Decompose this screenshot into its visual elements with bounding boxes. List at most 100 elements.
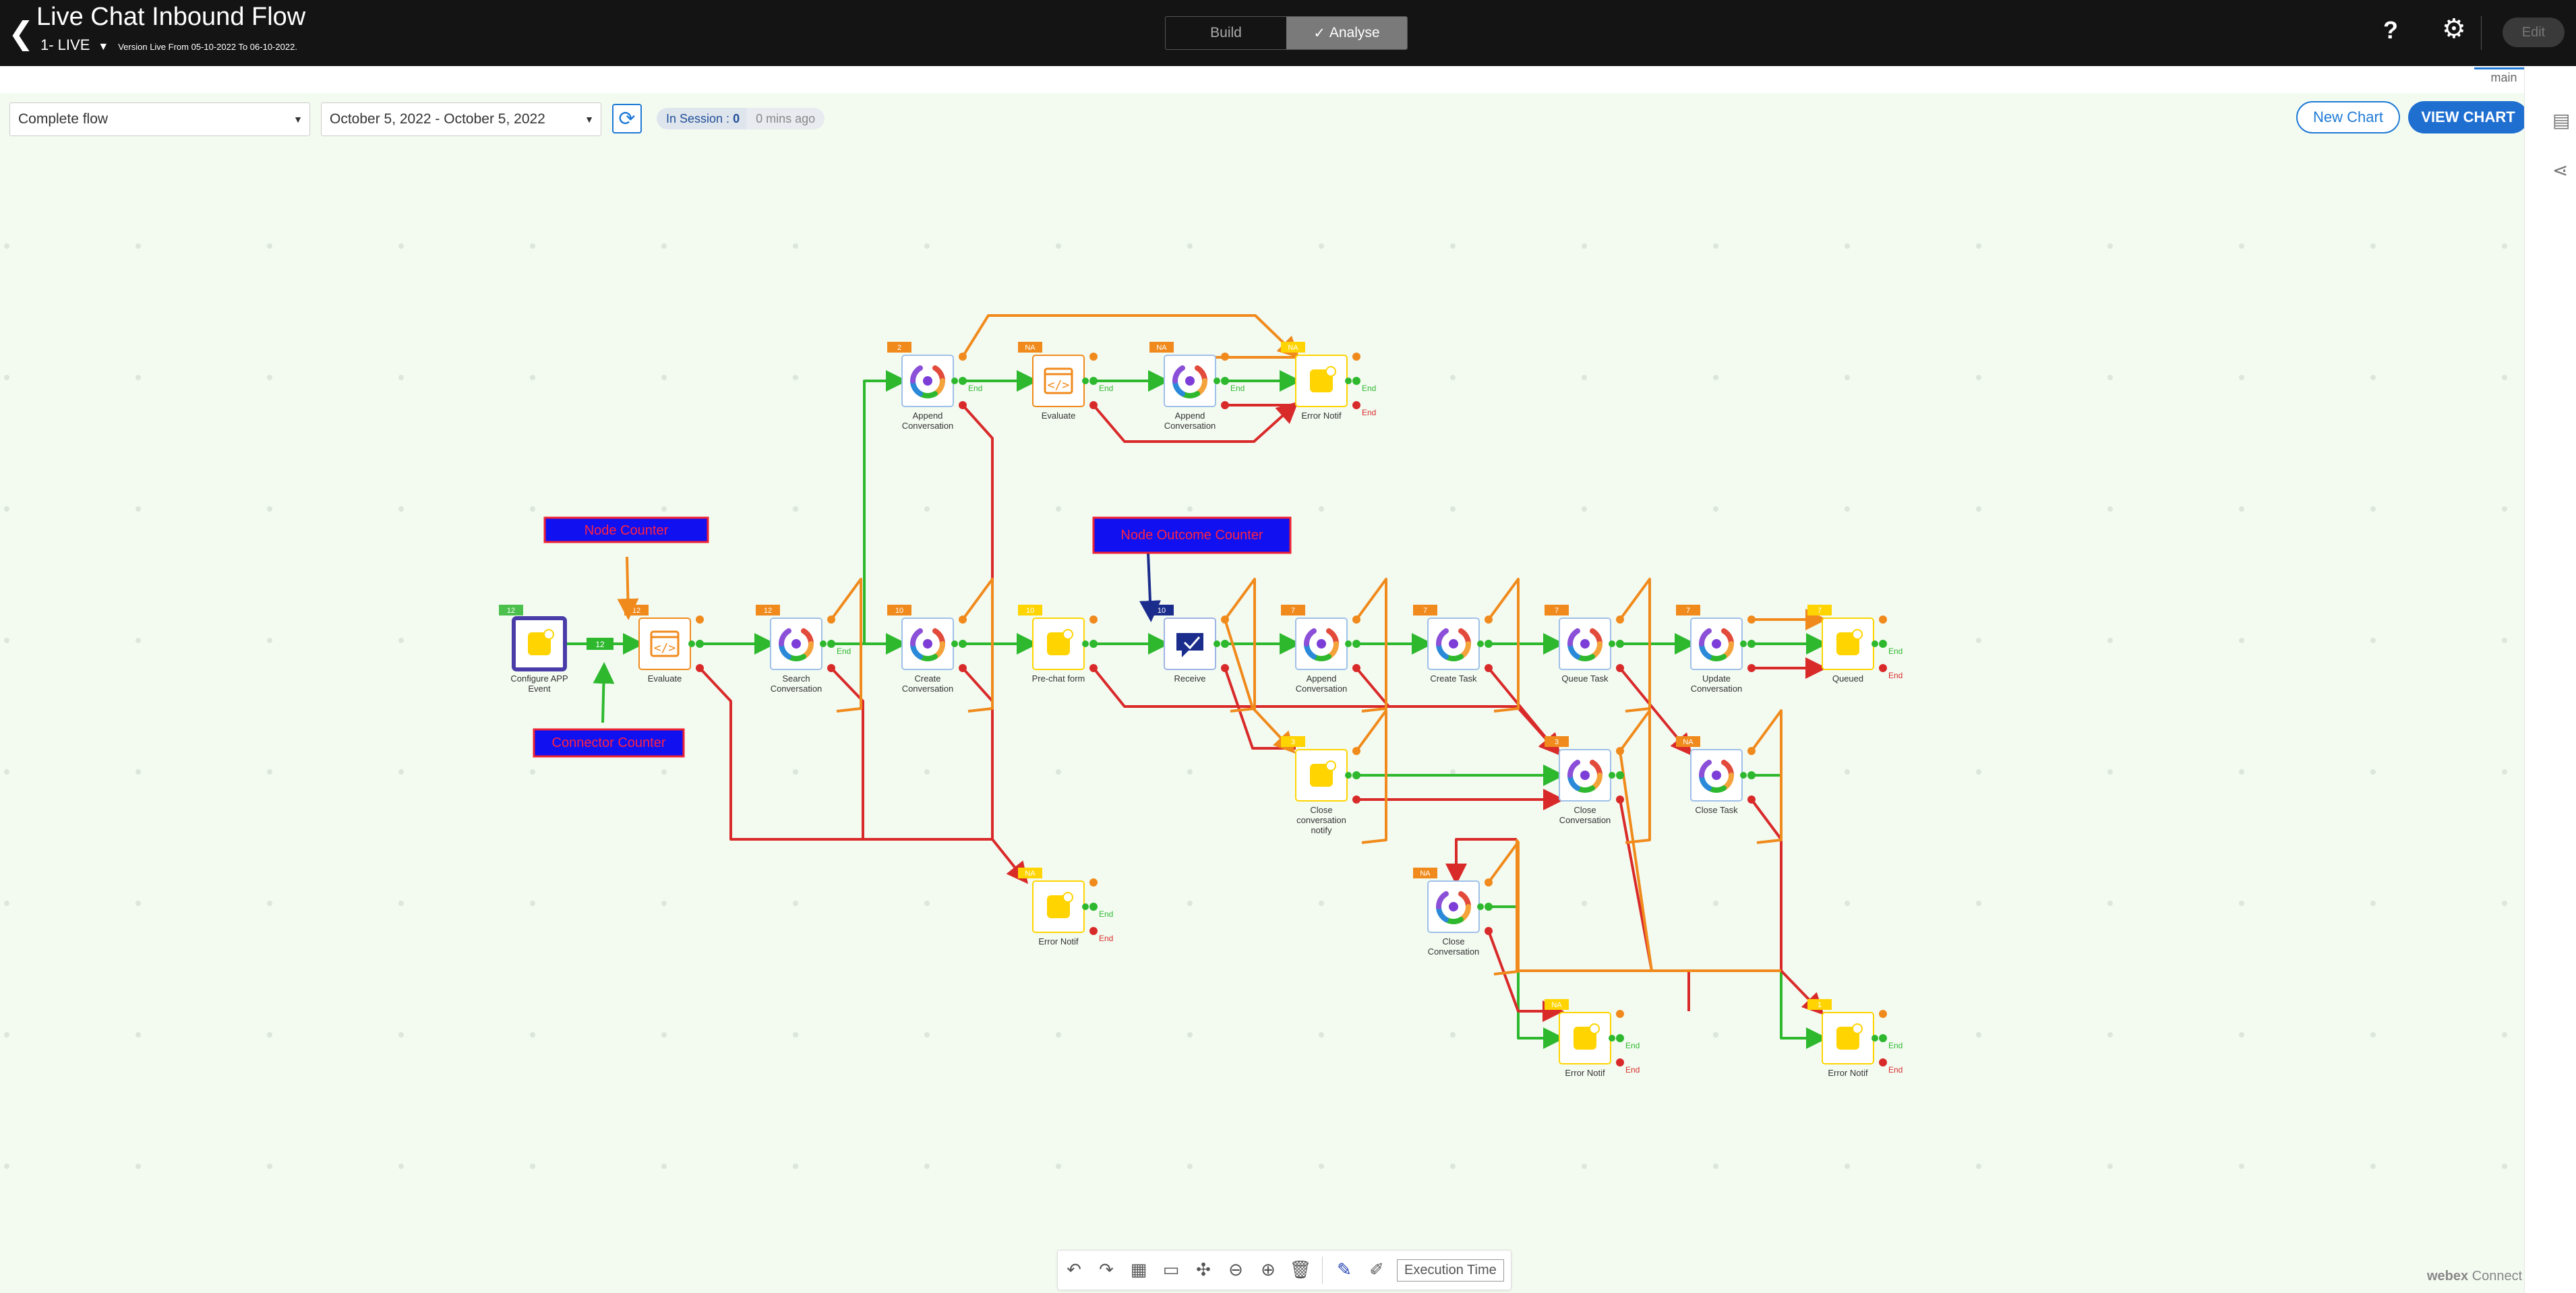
build-tab[interactable]: Build [1210, 25, 1242, 40]
marker-icon[interactable]: ✎ [1337, 1260, 1352, 1280]
error-port[interactable] [1352, 664, 1360, 672]
error-port[interactable] [696, 664, 704, 672]
success-port[interactable] [1352, 771, 1360, 779]
timeout-port[interactable] [1485, 615, 1493, 624]
success-port[interactable] [1616, 1034, 1624, 1042]
timeout-port[interactable] [1221, 353, 1229, 361]
timeout-port[interactable] [1352, 615, 1360, 624]
refresh-icon[interactable]: ⟳ [612, 104, 642, 133]
success-port[interactable] [1352, 640, 1360, 648]
timeout-port[interactable] [1352, 747, 1360, 755]
success-port[interactable] [1879, 640, 1887, 648]
error-port[interactable] [1352, 795, 1360, 804]
gear-icon[interactable]: ⚙ [2442, 13, 2466, 44]
error-port[interactable] [827, 664, 835, 672]
timeout-port[interactable] [1616, 747, 1624, 755]
success-port[interactable] [827, 640, 835, 648]
success-port[interactable] [1221, 640, 1229, 648]
success-port[interactable] [1616, 771, 1624, 779]
timeout-port[interactable] [959, 615, 967, 624]
chevron-left-icon[interactable]: ❮ [8, 15, 34, 51]
error-port[interactable] [1485, 927, 1493, 935]
timeout-port[interactable] [1616, 615, 1624, 624]
timeout-port[interactable] [1747, 615, 1756, 624]
success-port[interactable] [696, 640, 704, 648]
timeout-port[interactable] [959, 353, 967, 361]
success-port[interactable] [1221, 377, 1229, 385]
execution-time-toggle[interactable]: Execution Time [1397, 1259, 1504, 1282]
error-port[interactable] [1747, 664, 1756, 672]
timeout-port[interactable] [1089, 878, 1098, 886]
success-port[interactable] [1089, 377, 1098, 385]
error-port[interactable] [1879, 1058, 1887, 1066]
error-port[interactable] [1616, 795, 1624, 804]
success-port[interactable] [1485, 903, 1493, 911]
success-port[interactable] [1352, 377, 1360, 385]
error-port[interactable] [1089, 401, 1098, 409]
collapse-icon[interactable]: ✣ [1196, 1260, 1211, 1280]
error-port[interactable] [1352, 401, 1360, 409]
notes-icon[interactable]: ▤ [2552, 109, 2571, 131]
success-port[interactable] [1485, 640, 1493, 648]
timeout-port[interactable] [1352, 353, 1360, 361]
help-icon[interactable]: ? [2383, 16, 2398, 44]
error-port[interactable] [1616, 1058, 1624, 1066]
timeout-port[interactable] [1089, 353, 1098, 361]
pen-icon[interactable]: ✐ [1369, 1260, 1384, 1280]
analyse-tab[interactable]: ✓ Analyse [1286, 17, 1407, 49]
success-port[interactable] [959, 377, 967, 385]
view-chart-button[interactable]: VIEW CHART [2408, 101, 2528, 133]
success-port[interactable] [1747, 771, 1756, 779]
timeout-port[interactable] [696, 615, 704, 624]
success-port[interactable] [1747, 640, 1756, 648]
error-port[interactable] [959, 401, 967, 409]
date-range-selector[interactable]: October 5, 2022 - October 5, 2022▼ [321, 102, 601, 136]
success-port[interactable] [1089, 640, 1098, 648]
success-port[interactable] [1616, 640, 1624, 648]
trash-icon[interactable]: 🗑 [1289, 1260, 1312, 1280]
timeout-port[interactable] [1485, 878, 1493, 886]
layout-icon[interactable]: ▦ [1130, 1260, 1147, 1280]
error-port[interactable] [959, 664, 967, 672]
error-port[interactable] [1485, 664, 1493, 672]
success-port[interactable] [1879, 1034, 1887, 1042]
error-port[interactable] [1747, 795, 1756, 804]
fit-icon[interactable]: ▭ [1162, 1260, 1180, 1280]
flow-selector[interactable]: Complete flow▼ [9, 102, 310, 136]
error-port[interactable] [1221, 664, 1229, 672]
edit-button[interactable]: Edit [2503, 18, 2565, 47]
redo-icon[interactable]: ↷ [1099, 1260, 1114, 1280]
timeout-port[interactable] [827, 615, 835, 624]
timeout-port[interactable] [1089, 615, 1098, 624]
timeout-port[interactable] [1221, 615, 1229, 624]
timeout-port[interactable] [1879, 1010, 1887, 1018]
share-icon[interactable]: ⋖ [2552, 159, 2569, 181]
new-chart-button[interactable]: New Chart [2296, 101, 2400, 133]
zoom-in-icon[interactable]: ⊕ [1261, 1260, 1276, 1280]
timeout-port[interactable] [1747, 747, 1756, 755]
branch-tab[interactable]: main [2474, 67, 2534, 87]
undo-icon[interactable]: ↶ [1067, 1260, 1081, 1280]
error-port[interactable] [1089, 927, 1098, 935]
success-port[interactable] [1089, 903, 1098, 911]
success-port[interactable] [959, 640, 967, 648]
error-port[interactable] [1879, 664, 1887, 672]
